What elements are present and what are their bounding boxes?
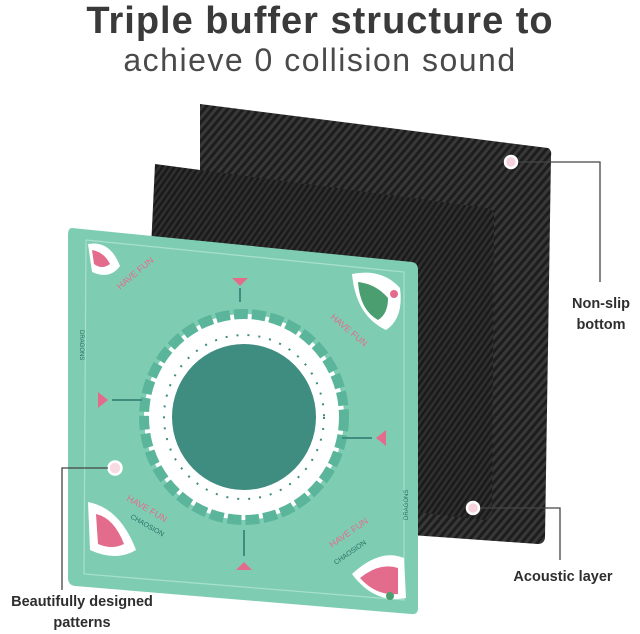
leader-non-slip [519, 161, 601, 282]
corner-decoration-top-left [88, 243, 120, 275]
callout-non-slip-line2: bottom [576, 317, 626, 333]
rivet-bottom [465, 500, 481, 516]
callout-non-slip: Non-slip bottom [562, 294, 640, 336]
rivet-top [503, 154, 519, 170]
arrow-east [342, 430, 386, 446]
center-medallion [139, 309, 349, 525]
callout-patterns-line2: patterns [53, 615, 111, 631]
title-line-1: Triple buffer structure to [86, 0, 554, 42]
callout-acoustic-text: Acoustic layer [513, 569, 613, 585]
leader-patterns [61, 467, 108, 590]
arrow-west [98, 392, 142, 408]
mat-text-side-2: DRAGONS [404, 490, 410, 520]
mat-text-side-1: DRAGONS [78, 330, 84, 360]
corner-decoration-top-right [352, 272, 401, 330]
corner-decoration-bottom-right [352, 555, 406, 600]
callout-non-slip-line1: Non-slip [572, 296, 630, 312]
arrow-south [236, 530, 252, 570]
leader-lines [61, 161, 601, 590]
callout-patterns-line1: Beautifully designed [11, 594, 153, 610]
mat-rivet [107, 460, 123, 476]
title-line-2: achieve 0 collision sound [123, 42, 517, 78]
callout-acoustic: Acoustic layer [496, 567, 630, 588]
callout-patterns: Beautifully designed patterns [0, 592, 164, 634]
leader-acoustic [481, 507, 561, 560]
corner-decoration-bottom-left [88, 502, 136, 556]
patterned-mat-layer: HAVE FUN HAVE FUN HAVE FUN HAVE FUN CHAO… [68, 228, 418, 615]
arrow-north [232, 278, 248, 302]
